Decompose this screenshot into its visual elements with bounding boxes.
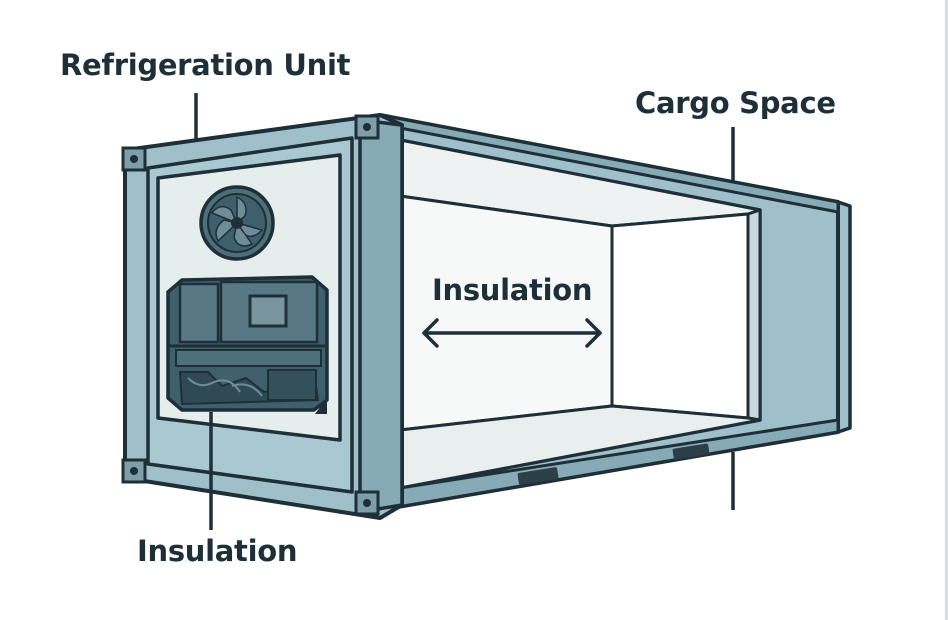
fan-icon: [199, 185, 275, 261]
refrigeration-unit-panel: [156, 153, 342, 442]
compressor-unit: [166, 275, 329, 412]
interior-left-wall: [398, 194, 614, 432]
refrigeration-unit-label: Refrigeration Unit: [60, 48, 351, 82]
insulation-bottom-label: Insulation: [137, 534, 298, 568]
insulation-interior-label: Insulation: [432, 273, 593, 307]
container-body: [378, 113, 840, 512]
right-edge-border: [945, 0, 948, 620]
interior-back-wall: [610, 212, 750, 420]
warning-triangle-icon: [315, 398, 327, 414]
double-arrow-icon: [422, 318, 602, 348]
cargo-space-label: Cargo Space: [635, 86, 836, 120]
